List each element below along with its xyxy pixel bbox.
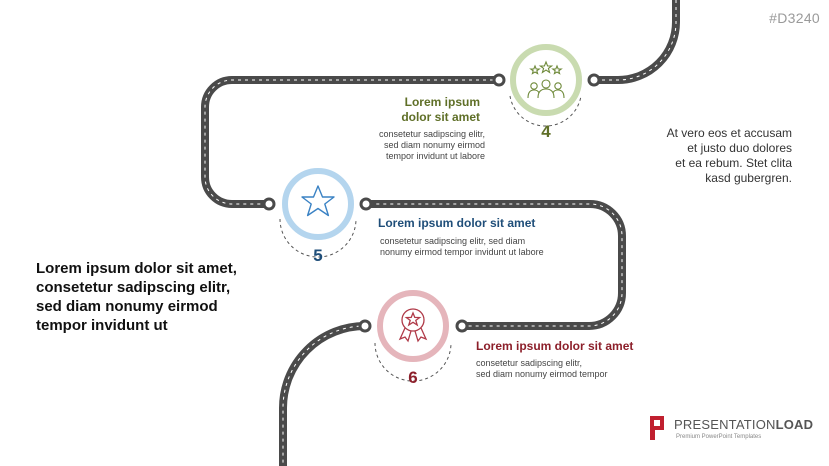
step-6: [358, 290, 469, 382]
step-4: [492, 44, 601, 127]
people-stars-icon: [527, 60, 565, 99]
step-5-ring: [282, 168, 354, 240]
step-4-number: 4: [541, 122, 551, 141]
step-6-title: Lorem ipsum dolor sit amet: [476, 339, 634, 353]
dashed-arc: [509, 95, 582, 127]
road-node: [359, 197, 373, 211]
step-5-title: Lorem ipsum dolor sit amet: [378, 216, 536, 230]
logo-mark-icon: [650, 416, 664, 440]
step-6-ring: [377, 290, 449, 362]
step-5-number: 5: [313, 246, 322, 265]
step-4-body: consetetur sadipscing elitr, sed diam no…: [378, 129, 485, 161]
step-6-body: consetetur sadipscing elitr, sed diam no…: [476, 358, 608, 379]
road-node: [492, 73, 506, 87]
award-icon: [398, 308, 428, 343]
road: [201, 0, 680, 466]
slide-code: #D3240: [769, 10, 820, 26]
step-5: [262, 168, 373, 258]
step-4-title: Lorem ipsum dolor sit amet: [401, 95, 480, 124]
road-node: [262, 197, 276, 211]
road-node: [587, 73, 601, 87]
side-text-right: At vero eos et accusam et justo duo dolo…: [666, 126, 792, 185]
logo-tagline: Premium PowerPoint Templates: [676, 434, 762, 440]
brand-logo: PRESENTATIONLOAD Premium PowerPoint Temp…: [650, 414, 820, 446]
dashed-arc: [279, 218, 357, 258]
step-5-body: consetetur sadipscing elitr, sed diam no…: [380, 236, 544, 257]
side-text-left: Lorem ipsum dolor sit amet, consetetur s…: [36, 260, 237, 334]
road-node: [455, 319, 469, 333]
logo-wordmark: PRESENTATIONLOAD: [674, 417, 814, 432]
star-icon: [301, 185, 335, 217]
step-6-number: 6: [408, 368, 417, 387]
dashed-arc: [374, 342, 452, 382]
road-node: [358, 319, 372, 333]
